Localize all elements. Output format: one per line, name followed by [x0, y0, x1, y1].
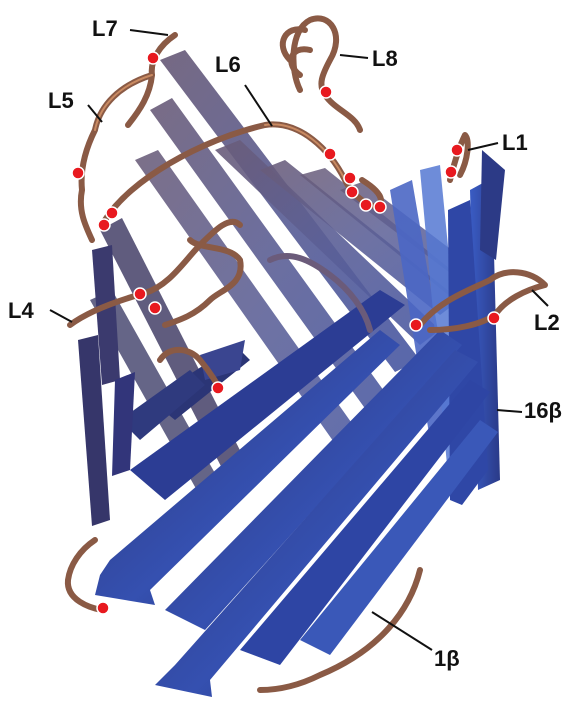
marker — [344, 172, 356, 184]
left-strands — [78, 245, 135, 526]
leader-l7 — [130, 30, 168, 35]
marker — [134, 288, 146, 300]
marker — [374, 201, 386, 213]
leader-l4 — [50, 310, 72, 322]
label-l5: L5 — [48, 88, 74, 113]
marker — [324, 148, 336, 160]
loop-l8 — [293, 18, 360, 130]
left-strand — [112, 372, 135, 476]
marker — [410, 319, 422, 331]
marker — [97, 602, 109, 614]
leader-1beta — [372, 612, 432, 650]
leader-l6 — [245, 85, 272, 126]
front-strand — [200, 340, 245, 380]
leader-l1 — [468, 143, 498, 150]
right-strand — [480, 150, 505, 260]
marker — [360, 199, 372, 211]
leader-l2 — [532, 290, 548, 306]
leader-16beta — [497, 410, 522, 412]
leader-l8 — [340, 55, 368, 58]
front-strands — [95, 290, 498, 697]
marker — [451, 144, 463, 156]
label-16beta: 16β — [524, 398, 562, 423]
marker — [346, 186, 358, 198]
label-1beta: 1β — [434, 646, 460, 671]
label-l6: L6 — [215, 52, 241, 77]
marker — [320, 86, 332, 98]
label-l4: L4 — [8, 298, 34, 323]
marker — [147, 52, 159, 64]
marker — [149, 302, 161, 314]
marker — [488, 312, 500, 324]
label-l7: L7 — [92, 16, 118, 41]
marker — [106, 207, 118, 219]
marker — [98, 219, 110, 231]
marker — [212, 382, 224, 394]
label-l8: L8 — [372, 46, 398, 71]
label-l1: L1 — [502, 130, 528, 155]
marker — [445, 166, 457, 178]
loop-bottom-left — [68, 540, 102, 610]
marker — [72, 167, 84, 179]
label-l2: L2 — [534, 310, 560, 335]
